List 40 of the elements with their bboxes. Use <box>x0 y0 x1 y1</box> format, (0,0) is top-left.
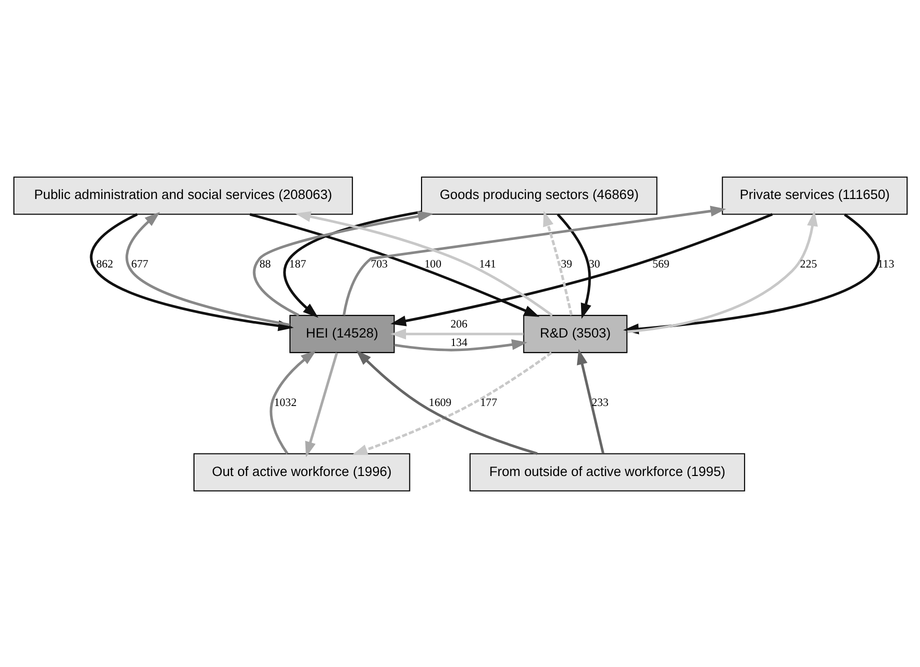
arrow <box>394 338 527 351</box>
node-box: R&D (3503) <box>522 314 627 353</box>
node-box: Private services (111650) <box>721 176 908 214</box>
edge-label: 569 <box>652 258 669 270</box>
edge-label: 39 <box>560 258 572 270</box>
arrow <box>542 210 572 315</box>
arrow <box>390 212 772 326</box>
edge-label: 703 <box>370 258 388 270</box>
edge-label: 177 <box>480 396 497 409</box>
arrow <box>304 352 338 457</box>
arrow <box>125 211 290 326</box>
arrow <box>269 350 316 454</box>
edge-label: 113 <box>877 258 894 270</box>
node-box: Public administration and social services (208063) <box>12 176 352 214</box>
arrow <box>342 205 726 315</box>
edge-label: 141 <box>478 258 496 270</box>
arrow <box>282 210 422 318</box>
edge-label: 677 <box>130 258 148 270</box>
edge-label: 225 <box>800 258 817 270</box>
edge-label: 1032 <box>273 396 296 409</box>
node-box: HEI (14528) <box>288 314 394 353</box>
edge-label: 134 <box>450 336 467 349</box>
edge-label: 88 <box>259 258 270 270</box>
node-box: From outside of active workforce (1995) <box>469 452 745 491</box>
node-box: Goods producing sectors (46869) <box>420 176 657 214</box>
arrow <box>252 210 433 316</box>
edge-label: 862 <box>96 258 113 270</box>
edge-label: 206 <box>450 318 467 330</box>
arrow <box>626 210 818 332</box>
edge-label: 187 <box>288 258 306 270</box>
node-box: Out of active workforce (1996) <box>192 452 410 491</box>
edge-label: 1609 <box>428 396 451 409</box>
edge-label: 100 <box>424 258 441 270</box>
edge-label: 233 <box>591 396 608 409</box>
edge-label: 30 <box>588 258 600 270</box>
arrow <box>249 212 540 316</box>
arrow <box>556 212 591 318</box>
arrow <box>294 210 553 316</box>
arrow <box>576 348 604 454</box>
arrow <box>390 328 524 339</box>
